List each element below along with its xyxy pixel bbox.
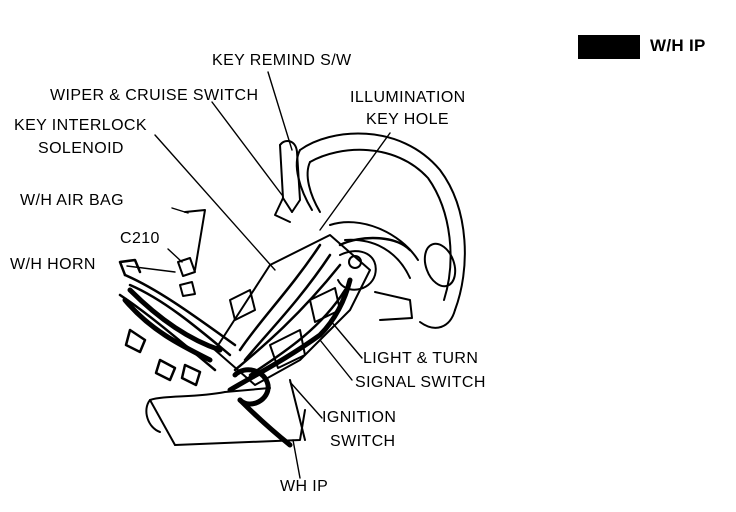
label-key-hole: KEY HOLE xyxy=(366,111,449,128)
label-light-turn: LIGHT & TURN xyxy=(363,350,479,367)
label-wiper-cruise-switch: WIPER & CRUISE SWITCH xyxy=(50,87,259,104)
label-switch: SWITCH xyxy=(330,433,396,450)
label-solenoid: SOLENOID xyxy=(38,140,124,157)
wiper-cruise-stalk xyxy=(274,139,301,223)
column-housing xyxy=(214,234,413,386)
label-ignition: IGNITION xyxy=(322,409,397,426)
label-wh-air-bag: W/H AIR BAG xyxy=(20,192,124,209)
air-bag-connector xyxy=(177,209,206,297)
label-wh-horn: W/H HORN xyxy=(10,256,96,273)
legend-swatch xyxy=(578,35,640,59)
steering-wheel xyxy=(295,132,466,329)
label-wh-ip: WH IP xyxy=(280,478,329,495)
label-signal-switch: SIGNAL SWITCH xyxy=(355,374,486,391)
label-key-remind-sw: KEY REMIND S/W xyxy=(212,52,352,69)
leader-lines xyxy=(126,71,391,479)
legend-label: W/H IP xyxy=(650,36,706,55)
label-key-interlock: KEY INTERLOCK xyxy=(14,117,147,134)
label-illumination: ILLUMINATION xyxy=(350,89,466,106)
label-c210: C210 xyxy=(120,230,160,247)
wh-ip-harness xyxy=(122,277,353,448)
wire-harness xyxy=(118,236,412,387)
